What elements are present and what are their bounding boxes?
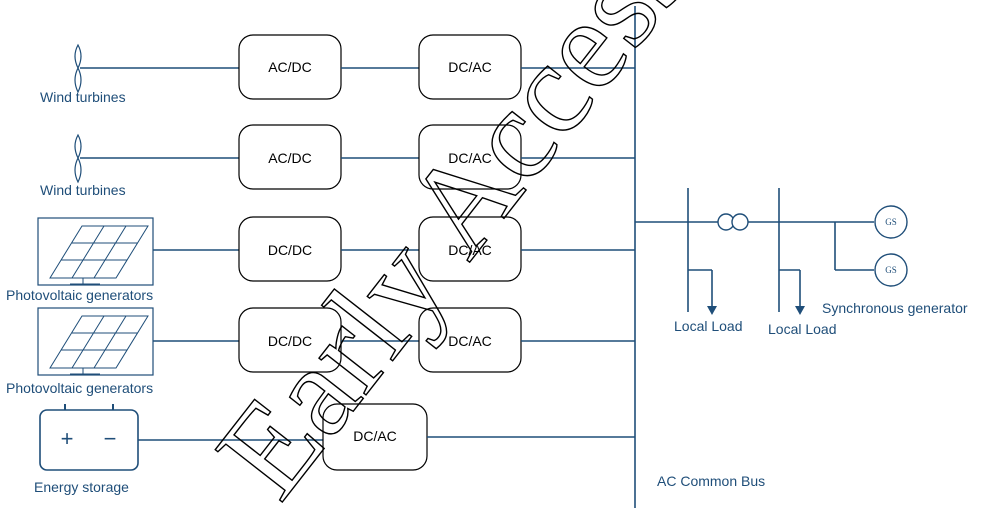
- battery-minus: −: [104, 426, 117, 451]
- solar-panel-icon: [37, 307, 154, 376]
- source-label-1: Wind turbines: [40, 89, 126, 105]
- converter-3b: [418, 216, 522, 282]
- bus-label: AC Common Bus: [657, 473, 765, 489]
- source-row-4: Photovoltaic generators DC/DC DC/AC: [6, 307, 635, 396]
- converter-3b-label: DC/AC: [448, 242, 492, 258]
- source-label-3: Photovoltaic generators: [6, 287, 153, 303]
- source-label-5: Energy storage: [34, 479, 129, 495]
- converter-2a: [238, 124, 342, 190]
- converter-5a-label: DC/AC: [353, 428, 397, 444]
- converter-2b: [418, 124, 522, 190]
- converter-3a-label: DC/DC: [268, 242, 312, 258]
- source-row-5: + − Energy storage DC/AC: [34, 403, 635, 495]
- generator-icon: [874, 205, 908, 239]
- solar-panel-icon: [37, 217, 154, 286]
- generator-badge-2: GS: [885, 265, 897, 275]
- converter-4a: [238, 307, 342, 373]
- source-row-2: Wind turbines AC/DC DC/AC: [40, 124, 635, 198]
- converter-2a-label: AC/DC: [268, 150, 312, 166]
- source-label-4: Photovoltaic generators: [6, 380, 153, 396]
- wind-turbine-icon: [74, 43, 114, 94]
- generator-label: Synchronous generator: [822, 300, 968, 316]
- battery-plus: +: [61, 426, 74, 451]
- battery-icon: + −: [39, 404, 139, 471]
- load-arrow-icon: [707, 306, 717, 315]
- converter-4b-label: DC/AC: [448, 333, 492, 349]
- converter-4a-label: DC/DC: [268, 333, 312, 349]
- converter-4b: [418, 307, 522, 373]
- generator-icon: [874, 253, 908, 287]
- converter-2b-label: DC/AC: [448, 150, 492, 166]
- converter-1a: [238, 34, 342, 100]
- source-row-3: Photovoltaic generators DC/DC DC/AC: [6, 216, 635, 303]
- load-label-2: Local Load: [768, 321, 837, 337]
- load-label-1: Local Load: [674, 318, 743, 334]
- converter-1b-label: DC/AC: [448, 59, 492, 75]
- generator-badge-1: GS: [885, 217, 897, 227]
- converter-1a-label: AC/DC: [268, 59, 312, 75]
- source-label-2: Wind turbines: [40, 182, 126, 198]
- load-arrow-icon: [795, 306, 805, 315]
- wind-turbine-icon: [74, 133, 114, 184]
- load-side-network: Local Load Local Load GS GS Synchronous …: [635, 188, 968, 337]
- converter-1b: [418, 34, 522, 100]
- source-row-1: Wind turbines AC/DC DC/AC: [40, 34, 635, 105]
- converter-3a: [238, 216, 342, 282]
